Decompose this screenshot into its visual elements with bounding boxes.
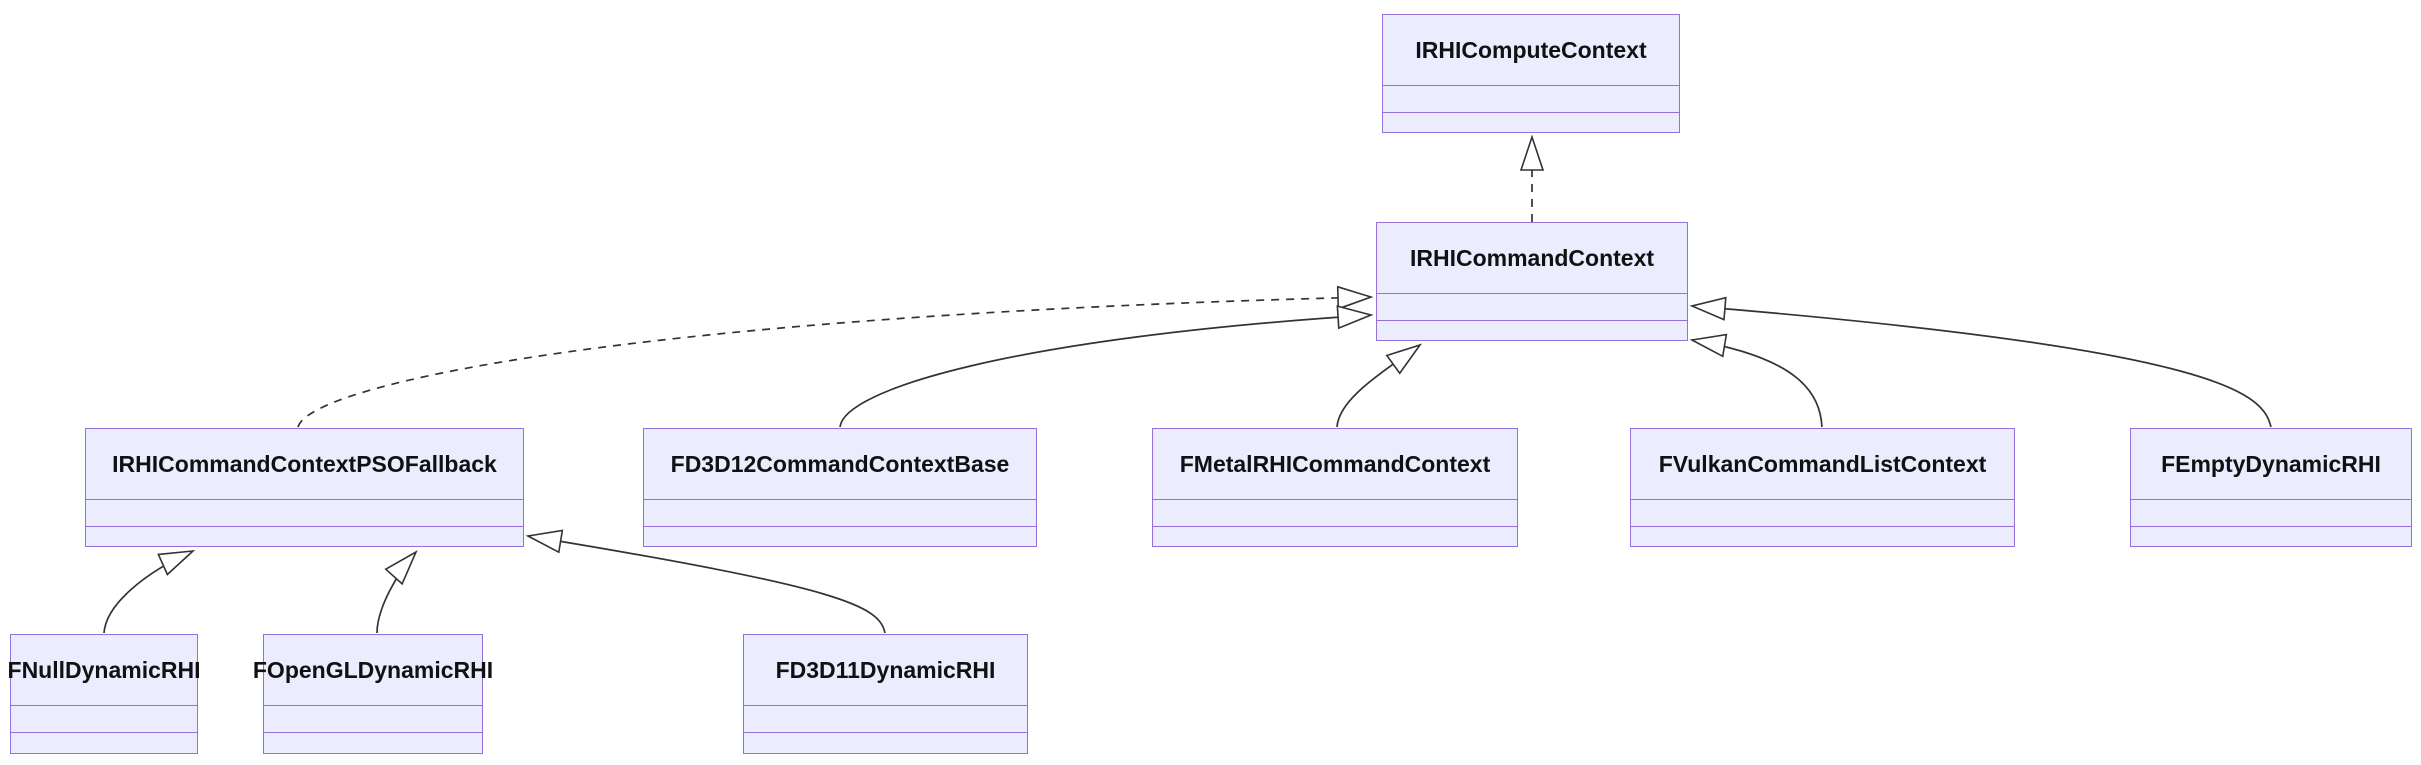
class-methods-section [86, 527, 523, 546]
class-node-FOpenGLDynamicRHI: FOpenGLDynamicRHI [253, 634, 493, 754]
edge-FVulkanCommandListContext-to-IRHICommandContext [1689, 333, 1823, 428]
class-methods-section [264, 733, 482, 753]
class-node-FD3D11DynamicRHI: FD3D11DynamicRHI [743, 634, 1028, 754]
edge-FMetalRHICommandContext-to-IRHICommandContext [1336, 343, 1423, 428]
class-node-FD3D12CommandContextBase: FD3D12CommandContextBase [643, 428, 1037, 547]
class-name-label: IRHICommandContextPSOFallback [86, 429, 523, 500]
class-name-label: FD3D11DynamicRHI [744, 635, 1027, 706]
class-attributes-section [264, 706, 482, 733]
class-methods-section [2131, 527, 2411, 546]
class-name-label: FEmptyDynamicRHI [2131, 429, 2411, 500]
edge-IRHICommandContextPSOFallback-to-IRHICommandContext [297, 285, 1374, 428]
class-name-label: FD3D12CommandContextBase [644, 429, 1036, 500]
class-attributes-section [1631, 500, 2014, 527]
class-attributes-section [2131, 500, 2411, 527]
class-methods-section [644, 527, 1036, 546]
class-attributes-section [1383, 86, 1679, 113]
class-methods-section [1383, 113, 1679, 132]
class-name-label: FMetalRHICommandContext [1153, 429, 1517, 500]
edge-FOpenGLDynamicRHI-to-IRHICommandContextPSOFallback [376, 550, 418, 634]
class-node-IRHICommandContextPSOFallback: IRHICommandContextPSOFallback [85, 428, 524, 547]
class-node-IRHICommandContext: IRHICommandContext [1376, 222, 1688, 341]
class-node-FVulkanCommandListContext: FVulkanCommandListContext [1630, 428, 2015, 547]
edge-FD3D11DynamicRHI-to-IRHICommandContextPSOFallback [525, 529, 886, 634]
edge-FEmptyDynamicRHI-to-IRHICommandContext [1689, 296, 2272, 428]
edge-FD3D12CommandContextBase-to-IRHICommandContext [839, 305, 1374, 428]
class-methods-section [1153, 527, 1517, 546]
class-methods-section [1377, 321, 1687, 340]
class-methods-section [744, 733, 1027, 753]
class-name-label: FOpenGLDynamicRHI [253, 635, 493, 706]
class-attributes-section [86, 500, 523, 527]
class-attributes-section [11, 706, 197, 733]
class-methods-section [11, 733, 197, 753]
class-attributes-section [1153, 500, 1517, 527]
class-attributes-section [644, 500, 1036, 527]
class-attributes-section [1377, 294, 1687, 321]
class-node-FMetalRHICommandContext: FMetalRHICommandContext [1152, 428, 1518, 547]
class-name-label: FNullDynamicRHI [8, 635, 201, 706]
class-name-label: IRHIComputeContext [1383, 15, 1679, 86]
edge-FNullDynamicRHI-to-IRHICommandContextPSOFallback [103, 549, 196, 634]
class-attributes-section [744, 706, 1027, 733]
class-name-label: IRHICommandContext [1377, 223, 1687, 294]
class-name-label: FVulkanCommandListContext [1631, 429, 2014, 500]
class-node-FNullDynamicRHI: FNullDynamicRHI [8, 634, 201, 754]
class-node-FEmptyDynamicRHI: FEmptyDynamicRHI [2130, 428, 2412, 547]
class-methods-section [1631, 527, 2014, 546]
class-node-IRHIComputeContext: IRHIComputeContext [1382, 14, 1680, 133]
